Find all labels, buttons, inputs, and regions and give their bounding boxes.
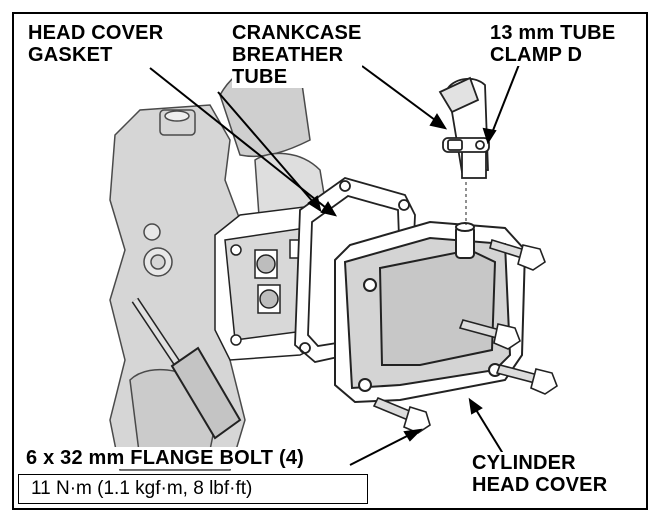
label-line: HEAD COVER xyxy=(472,474,608,496)
dipstick xyxy=(131,297,242,440)
flange-bolt-4 xyxy=(372,396,431,434)
label-line: TUBE xyxy=(232,66,288,88)
label-flange-bolt: 6 x 32 mm FLANGE BOLT (4) xyxy=(26,447,305,469)
flange-bolt-3 xyxy=(495,364,558,395)
leader-lines xyxy=(149,61,521,466)
flange-bolt-1 xyxy=(489,238,546,271)
label-line: GASKET xyxy=(28,44,113,66)
label-head-cover-gasket: HEAD COVER GASKET xyxy=(28,22,164,66)
label-line: CRANKCASE xyxy=(232,22,362,44)
label-line: 13 mm TUBE xyxy=(490,22,616,44)
label-line: CLAMP D xyxy=(490,44,583,66)
label-line: BREATHER xyxy=(232,44,344,66)
breather-tube xyxy=(438,76,489,179)
label-line: CYLINDER xyxy=(472,452,576,474)
torque-spec-box: 11 N·m (1.1 kgf·m, 8 lbf·ft) xyxy=(18,474,368,504)
tube-clamp xyxy=(442,137,490,153)
cylinder-head-cover xyxy=(334,220,527,404)
label-line: HEAD COVER xyxy=(28,22,164,44)
label-crankcase-breather-tube: CRANKCASE BREATHER TUBE xyxy=(232,22,362,88)
label-cylinder-head-cover: CYLINDER HEAD COVER xyxy=(472,452,608,496)
flange-bolt-2 xyxy=(458,319,521,350)
label-tube-clamp: 13 mm TUBE CLAMP D xyxy=(490,22,616,66)
